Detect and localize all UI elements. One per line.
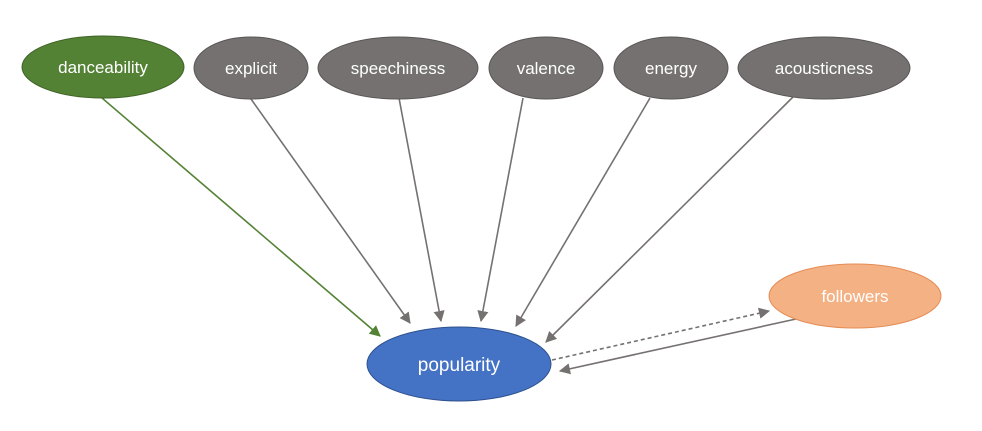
edge-danceability-popularity: [101, 97, 381, 337]
node-popularity-label: popularity: [418, 355, 501, 376]
node-followers: followers: [768, 263, 942, 329]
node-explicit-label: explicit: [225, 59, 277, 78]
node-energy-label: energy: [645, 59, 697, 78]
edge-followers-popularity: [558, 318, 797, 375]
edge-valence-popularity: [477, 97, 524, 323]
edges: [101, 96, 797, 375]
node-acousticness: acousticness: [737, 36, 911, 100]
node-speechiness: speechiness: [317, 36, 479, 100]
node-explicit: explicit: [193, 36, 309, 100]
node-acousticness-label: acousticness: [775, 59, 873, 78]
node-energy: energy: [613, 36, 729, 100]
node-danceability: danceability: [21, 35, 185, 99]
node-valence-label: valence: [517, 59, 576, 78]
edge-energy-popularity: [515, 97, 651, 327]
edge-acousticness-popularity: [545, 96, 794, 343]
edge-explicit-popularity: [250, 98, 411, 324]
edge-popularity-followers-dashed: [551, 307, 771, 361]
node-speechiness-label: speechiness: [351, 59, 446, 78]
node-valence: valence: [488, 36, 604, 100]
node-followers-label: followers: [821, 287, 888, 306]
node-popularity: popularity: [366, 326, 552, 402]
node-danceability-label: danceability: [58, 58, 148, 77]
edge-speechiness-popularity: [398, 97, 445, 323]
